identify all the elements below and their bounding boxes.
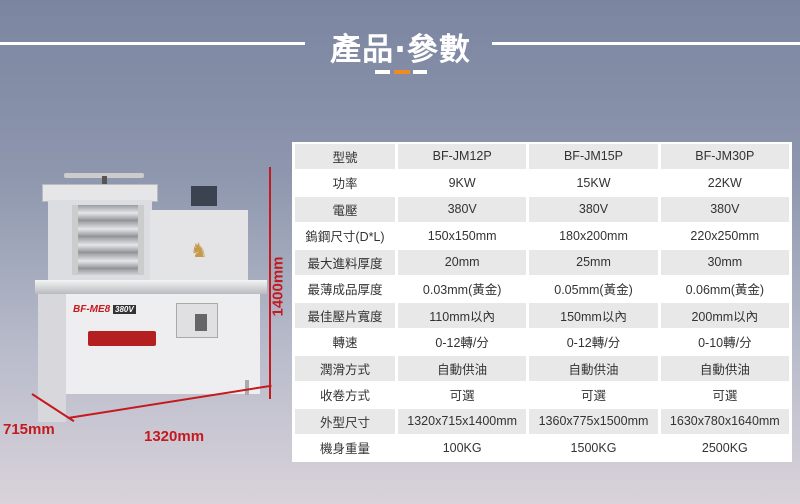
title-dash [413, 70, 427, 74]
spec-row: 轉速 0-12轉/分 0-12轉/分 0-10轉/分 [295, 330, 789, 355]
machine-display [191, 186, 217, 206]
spec-value: BF-JM12P [398, 144, 527, 169]
spec-value: 1320x715x1400mm [398, 409, 527, 434]
spec-row: 功率 9KW 15KW 22KW [295, 171, 789, 196]
page-title: 產品·參數 [330, 32, 471, 68]
title-dash-accent [394, 70, 410, 74]
spec-label: 轉速 [332, 336, 358, 351]
spec-value: 9KW [448, 175, 476, 190]
spec-label: 型號 [295, 144, 395, 169]
spec-value: 0-10轉/分 [698, 336, 752, 351]
spec-label: 最大進料厚度 [295, 250, 395, 275]
spec-value: 1500KG [570, 440, 617, 455]
title-dash [375, 70, 390, 74]
dimension-line-height [269, 167, 271, 399]
spec-value: 0-12轉/分 [435, 336, 489, 351]
spec-value: 2500KG [701, 440, 748, 455]
spec-value: 1360x775x1500mm [529, 409, 658, 434]
spec-label: 最薄成品厚度 [307, 283, 383, 298]
spec-value: BF-JM15P [529, 144, 658, 169]
spec-value: 15KW [576, 175, 611, 190]
dimension-width-label: 1320mm [144, 428, 205, 445]
machine-body [150, 210, 248, 282]
machine-control-panel [195, 314, 207, 331]
spec-value: 380V [529, 197, 658, 222]
spec-label: 最佳壓片寬度 [295, 303, 395, 328]
spec-value: 220x250mm [690, 228, 760, 243]
spec-value: 可選 [712, 389, 738, 404]
machine-counter [35, 280, 267, 294]
dimension-height-label: 1400mm [269, 256, 287, 317]
spec-value: 150x150mm [427, 228, 497, 243]
spec-row: 機身重量 100KG 1500KG 2500KG [295, 436, 789, 461]
spec-value: 0.03mm(黃金) [422, 283, 502, 298]
spec-value: 380V [660, 197, 789, 222]
spec-value: 180x200mm [559, 228, 628, 243]
spec-label: 功率 [332, 177, 358, 192]
machine-handle [64, 173, 144, 178]
spec-value: 25mm [529, 250, 658, 275]
spec-value: 0.05mm(黃金) [554, 283, 633, 298]
machine-model-badge: BF-ME8 380V [73, 304, 136, 315]
spec-value: 自動供油 [660, 356, 789, 381]
spec-value: 0.06mm(黃金) [685, 283, 765, 298]
machine-screw [102, 176, 107, 186]
spec-value: 自動供油 [398, 356, 527, 381]
spec-value: 100KG [442, 440, 482, 455]
logo-icon: ♞ [190, 240, 208, 262]
spec-label: 收卷方式 [319, 389, 370, 404]
spec-row: 潤滑方式自動供油自動供油自動供油 [295, 356, 789, 381]
spec-value: 可選 [449, 389, 475, 404]
spec-label: 鎢鋼尺寸(D*L) [305, 230, 385, 245]
machine-door-handle [88, 331, 156, 346]
spec-value: 30mm [660, 250, 789, 275]
spec-value: 可選 [580, 389, 606, 404]
spec-value: 380V [398, 197, 527, 222]
spec-label: 機身重量 [319, 442, 370, 457]
spec-value: 1630x780x1640mm [660, 409, 789, 434]
spec-value: 20mm [398, 250, 527, 275]
spec-value: 110mm以內 [398, 303, 527, 328]
spec-row: 鎢鋼尺寸(D*L) 150x150mm 180x200mm 220x250mm [295, 224, 789, 249]
spec-value: 200mm以內 [660, 303, 789, 328]
spec-value: 22KW [707, 175, 742, 190]
spec-row: 最薄成品厚度 0.03mm(黃金) 0.05mm(黃金) 0.06mm(黃金) [295, 277, 789, 302]
spec-value: 0-12轉/分 [566, 336, 621, 351]
title-line-right [492, 42, 800, 45]
spec-value: 自動供油 [529, 356, 658, 381]
spec-value: 150mm以內 [529, 303, 658, 328]
spec-row: 收卷方式 可選 可選 可選 [295, 383, 789, 408]
machine-cabinet-side [38, 294, 66, 422]
machine-rollers [72, 205, 144, 275]
dimension-depth-label: 715mm [3, 421, 55, 438]
spec-value: BF-JM30P [660, 144, 789, 169]
spec-label: 外型尺寸 [295, 409, 395, 434]
spec-label: 電壓 [295, 197, 395, 222]
spec-label: 潤滑方式 [295, 356, 395, 381]
title-line-left [0, 42, 305, 45]
